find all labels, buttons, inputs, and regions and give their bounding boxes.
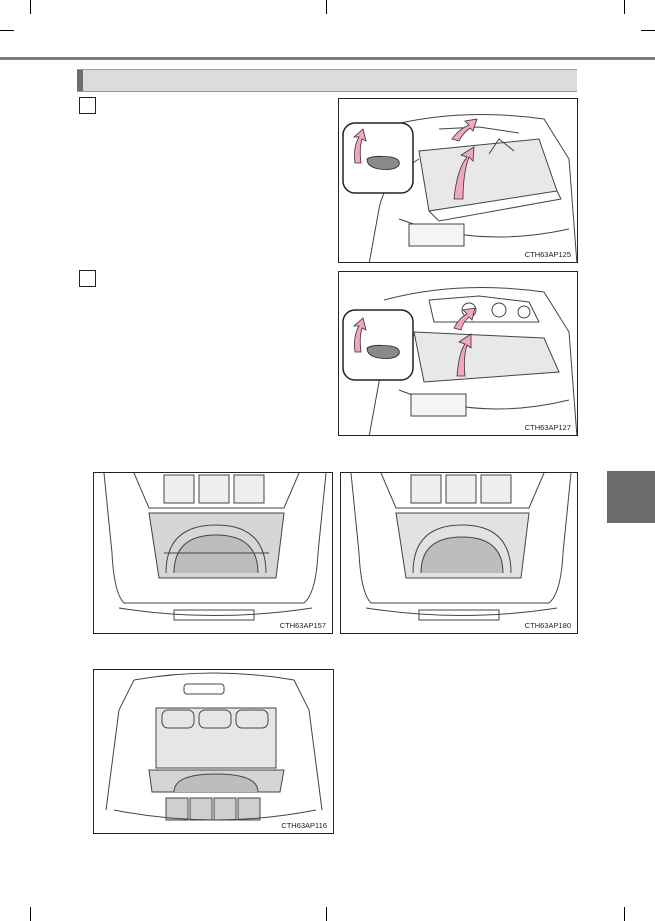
header-rule — [0, 57, 655, 60]
figure-storage-trays: CTH63AP116 — [93, 669, 334, 834]
figure-deck-board-2: CTH63AP180 — [340, 472, 578, 634]
section-heading-bar — [77, 69, 577, 92]
figure-code: CTH63AP116 — [280, 821, 328, 830]
crop-mark — [0, 30, 14, 31]
step-1-checkbox-icon — [79, 97, 96, 114]
crop-mark — [624, 907, 625, 921]
figure-deck-board-1: CTH63AP157 — [93, 472, 333, 634]
crop-mark — [326, 0, 327, 14]
figure-tonneau-cover-2: CTH63AP127 — [338, 271, 578, 436]
figure-code: CTH63AP125 — [523, 250, 572, 259]
crop-mark — [641, 30, 655, 31]
crop-mark — [30, 0, 31, 14]
step-2-checkbox-icon — [79, 270, 96, 287]
figure-code: CTH63AP157 — [278, 621, 327, 630]
figure-code: CTH63AP127 — [523, 423, 572, 432]
section-heading-marker — [77, 70, 83, 91]
figure-tonneau-cover-1: CTH63AP125 — [338, 98, 578, 263]
chapter-side-tab — [607, 471, 655, 523]
crop-mark — [30, 907, 31, 921]
crop-mark — [624, 0, 625, 14]
figure-code: CTH63AP180 — [523, 621, 572, 630]
crop-mark — [326, 907, 327, 921]
